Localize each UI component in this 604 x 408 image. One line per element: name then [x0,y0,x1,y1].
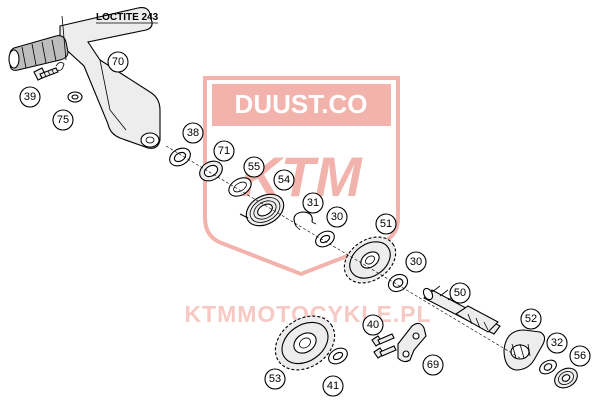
callout-30b: 30 [405,251,427,273]
loctite-note: LOCTITE 243 [96,12,159,23]
callout-30a: 30 [326,206,348,228]
seal-71 [199,160,223,182]
washer-32 [539,359,557,375]
callout-51: 51 [375,213,397,235]
callout-30b-label: 30 [410,256,422,268]
callout-54: 54 [273,169,295,191]
callout-31-label: 31 [307,197,319,209]
kick-gear-51 [343,236,397,284]
bolts-40 [371,333,397,359]
washer-30a [315,230,335,248]
callout-52: 52 [520,308,542,330]
spring-54 [239,193,285,227]
callout-70: 70 [107,51,129,73]
callout-32-label: 32 [551,337,563,349]
callout-75-label: 75 [57,114,69,126]
washer-38 [169,147,191,167]
watermark-shield [203,76,400,277]
callout-53: 53 [264,368,286,390]
callout-38-label: 38 [187,127,199,139]
ratchet-guide-69 [397,322,427,363]
callout-55: 55 [243,156,265,178]
callout-40-label: 40 [367,319,379,331]
spring-56 [554,367,578,389]
callout-30a-label: 30 [331,211,343,223]
callout-50-label: 50 [454,287,466,299]
callout-56: 56 [569,345,591,367]
leader-lines [61,15,521,359]
callout-32: 32 [546,332,568,354]
callout-39: 39 [19,86,41,108]
callout-51-label: 51 [380,218,392,230]
washer-75 [67,91,83,103]
callout-31: 31 [302,192,324,214]
callout-69: 69 [422,354,444,376]
bolt-39 [33,62,65,81]
callout-55-label: 55 [248,161,260,173]
callout-71-label: 71 [218,145,230,157]
idler-gear-53 [274,315,336,371]
callout-69-label: 69 [427,359,439,371]
kick-shaft-50 [422,285,501,335]
callout-56-label: 56 [574,350,586,362]
watermark: DUUST.CO KTM KTMMOTOCYKLE.PL [184,76,431,327]
callout-39-label: 39 [24,91,36,103]
circlip-31 [293,211,317,231]
washer-41 [328,347,348,365]
callout-53-label: 53 [269,373,281,385]
callout-41-label: 41 [327,380,339,392]
callout-52-label: 52 [525,313,537,325]
callout-38: 38 [182,122,204,144]
callout-54-label: 54 [278,174,290,186]
watermark-banner [212,84,391,126]
ratchet-52 [503,329,546,371]
callout-41: 41 [322,375,344,397]
kick-lever [8,7,161,149]
watermark-logo-text: DUUST.CO [235,89,368,119]
callout-70-label: 70 [112,56,124,68]
bushing-55 [228,177,252,197]
washer-30b [387,273,409,293]
callout-71: 71 [213,140,235,162]
callout-40: 40 [362,314,384,336]
callout-50: 50 [449,282,471,304]
callout-75: 75 [52,109,74,131]
